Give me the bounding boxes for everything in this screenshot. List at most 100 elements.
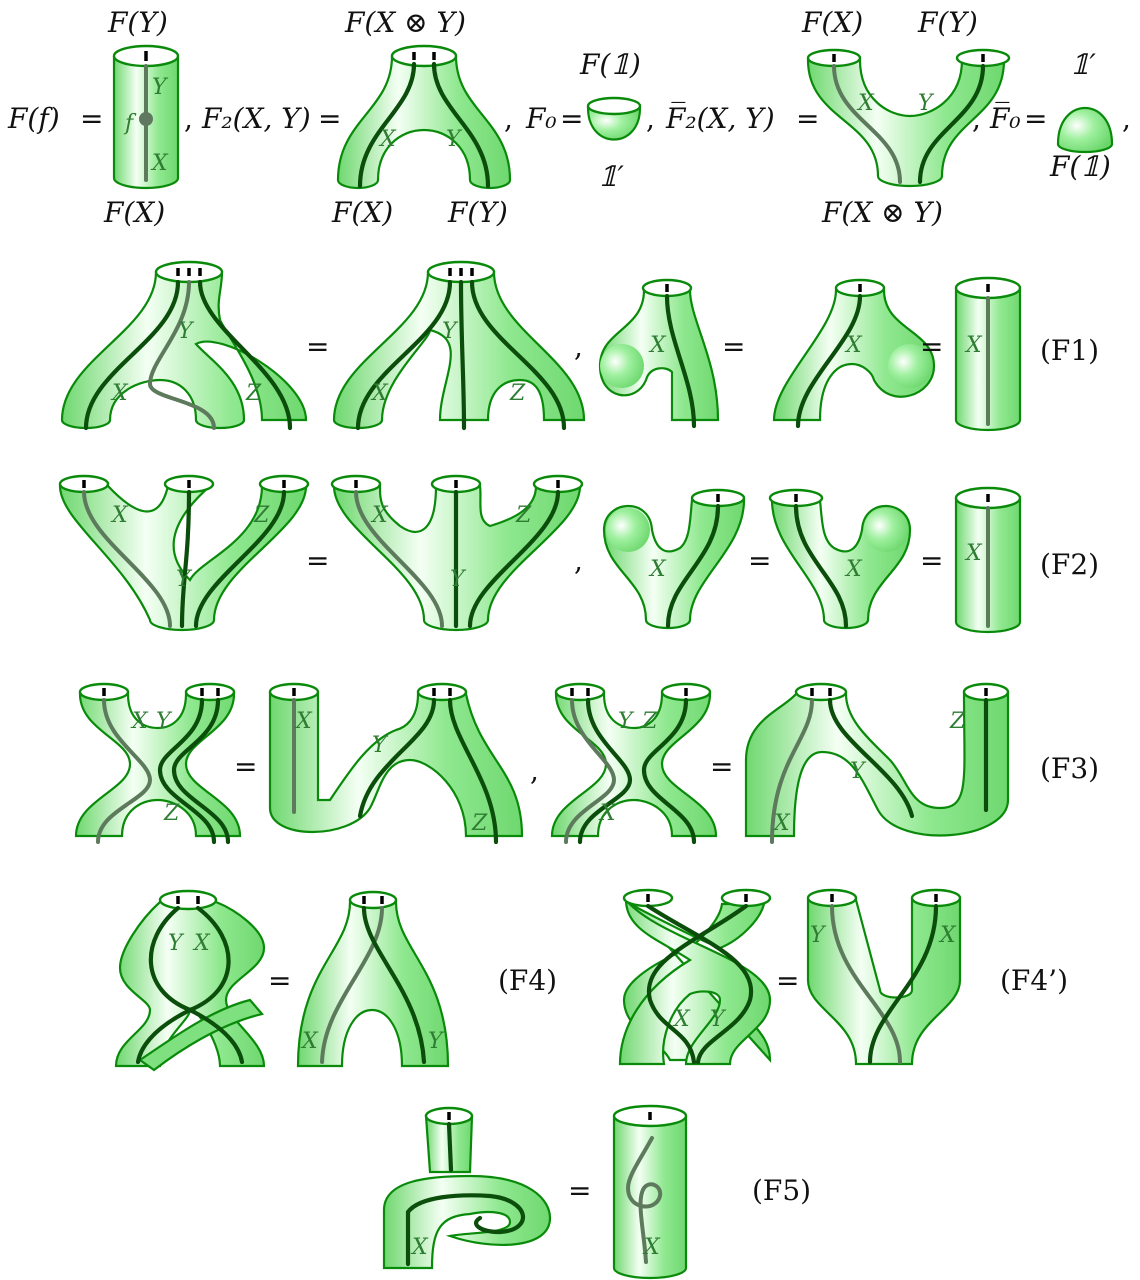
def-Ff-bottom: F(X) [103,196,165,229]
F4-lhs-rim [160,891,216,909]
F3-x2-surface [552,694,716,836]
F1-identity-label: X [964,333,983,358]
F1-eq-2: = [722,330,745,363]
F2-identity-label: X [964,541,983,566]
F2-counit-right-label: X [844,557,863,582]
def-Ff-morphism-dot [139,112,153,126]
F5-lhs-label-X: X [410,1235,429,1260]
F4-rhs-rim [350,892,396,908]
F5-tag: (F5) [752,1174,811,1207]
F1-sep: , [574,330,583,363]
def-F2bar-top-right: F(Y) [917,6,978,39]
F4prime-lhs-label-Y: Y [710,1007,727,1032]
def-F2bar-sep: , [972,102,981,135]
def-F2-eq: = [318,102,341,135]
F1-lhs-label-Y: Y [178,319,195,344]
relation-F4prime: X Y = Y X (F4’) [620,890,1068,1064]
F5-lhs-top-strand [449,1124,451,1170]
def-F0-top: F(𝟙) [579,48,641,81]
def-F2-bottom-left: F(X) [331,196,393,229]
F3-n2-label-Y: Y [850,759,867,784]
F1-unit-left-bulb [600,344,644,388]
F2-rhs-label-X: X [370,503,389,528]
F2-lhs-label-X: X [110,503,129,528]
def-Ff-top: F(Y) [107,6,168,39]
def-F0bar-sep: , [1122,102,1131,135]
def-F2-top: F(X ⊗ Y) [344,6,466,39]
F2-eq-3: = [920,544,943,577]
F3-eq-2: = [710,750,733,783]
relation-F2: X Z Y = X Z Y , X = X = [60,476,1099,632]
def-F0bar-top: 𝟙′ [1070,48,1096,81]
def-F2bar-label-Y: Y [918,91,935,116]
F2-counit-left-bulb [606,508,650,552]
def-F0-bottom: 𝟙′ [598,160,624,193]
relation-F5: X = X (F5) [384,1106,811,1278]
def-F0-sep: , [646,102,655,135]
F4prime-rhs-label-X: X [938,923,957,948]
def-Ff-label-X: X [150,151,169,176]
F1-unit-right-label: X [844,333,863,358]
F3-n1-label-Z: Z [471,811,488,836]
def-Ff: F(f) = F(Y) F(X) Y f X , [7,6,193,229]
def-F0bar-eq: = [1024,102,1047,135]
F1-lhs-surface [62,272,306,428]
def-Ff-lhs: F(f) [7,102,60,135]
relation-F4: Y X = X Y (F4) [116,891,557,1070]
def-F2bar-label-X: X [856,91,875,116]
relation-F1: Y X Z = Y X Z , X = X = [62,262,1099,430]
F3-x2-label-X: X [598,801,617,826]
F2-counit-left-label: X [648,557,667,582]
F2-sep: , [574,544,583,577]
F4-rhs-label-X: X [300,1029,319,1054]
def-Ff-sep: , [184,102,193,135]
def-F2-sep: , [504,102,513,135]
F3-n2-rim-left [796,684,846,700]
F3-n1-label-Y: Y [372,733,389,758]
def-F0-rim [588,98,640,114]
def-F2: F₂(X, Y) = F(X ⊗ Y) F(X) F(Y) X Y , [201,6,513,229]
F1-rhs-label-Z: Z [509,381,526,406]
F3-x2-label-Z: Z [641,709,658,734]
F3-n1-label-X: X [294,709,313,734]
F1-tag: (F1) [1040,334,1099,367]
def-F0-eq: = [560,102,583,135]
F4prime-rhs-surface [808,900,960,1064]
F3-tag: (F3) [1040,752,1099,785]
F1-eq-3: = [920,330,943,363]
F2-tag: (F2) [1040,548,1099,581]
F2-eq-2: = [748,544,771,577]
def-F0bar: F̅₀ = 𝟙′ F(𝟙) , [989,48,1131,183]
F4-rhs-label-Y: Y [428,1029,445,1054]
F4-lhs-label-X: X [192,931,211,956]
F3-x2-rim-left [556,684,604,700]
F1-lhs-label-X: X [110,381,129,406]
F1-lhs-label-Z: Z [245,381,262,406]
def-Ff-label-Y: Y [152,75,169,100]
F5-eq: = [568,1174,591,1207]
F4prime-rhs-label-Y: Y [810,923,827,948]
def-F0: F₀ = F(𝟙) 𝟙′ , [525,48,655,193]
F3-x1-label-X: X [130,709,149,734]
F5-rhs-label-X: X [642,1235,661,1260]
F3-x1-label-Y: Y [156,709,173,734]
F4-lhs-label-Y: Y [168,931,185,956]
def-Ff-eq: = [80,102,103,135]
F2-rhs-label-Z: Z [515,503,532,528]
def-F0bar-lhs: F̅₀ [989,102,1021,135]
F4prime-tag: (F4’) [1000,964,1068,997]
F3-n1-rim-right [418,684,466,700]
F2-lhs-label-Z: Z [253,503,270,528]
F4-eq: = [268,964,291,997]
F2-lhs-label-Y: Y [176,567,193,592]
F1-unit-left-label: X [648,333,667,358]
F4prime-eq: = [776,964,799,997]
def-F2bar-eq: = [796,102,819,135]
F3-x1-label-Z: Z [163,801,180,826]
def-F0bar-cap [1058,108,1112,152]
F1-eq-1: = [306,330,329,363]
F2-eq-1: = [306,544,329,577]
def-F2-rim [392,46,456,66]
F1-rhs-label-X: X [370,381,389,406]
